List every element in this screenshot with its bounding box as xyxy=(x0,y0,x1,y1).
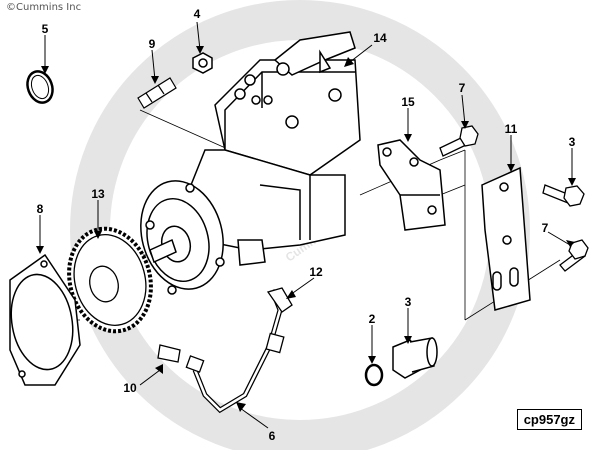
callout-13: 13 xyxy=(91,187,105,201)
callout-8: 8 xyxy=(37,202,44,216)
callout-14: 14 xyxy=(373,31,387,45)
callout-10: 10 xyxy=(123,381,137,395)
callout-2: 2 xyxy=(369,312,376,326)
part-capscrew-7b xyxy=(559,239,589,272)
callout-7b: 7 xyxy=(542,221,549,235)
callout-7a: 7 xyxy=(459,81,466,95)
part-capscrew-7a xyxy=(439,125,479,157)
part-o-ring-5 xyxy=(26,70,54,104)
part-fitting-3b xyxy=(392,337,438,379)
part-stud-9 xyxy=(137,77,177,109)
callout-6: 6 xyxy=(269,429,276,443)
callout-3a: 3 xyxy=(569,135,576,149)
callout-15: 15 xyxy=(401,95,415,109)
part-nut-4 xyxy=(192,52,213,74)
callout-11: 11 xyxy=(505,122,518,136)
part-capscrew-3a xyxy=(542,184,585,207)
part-gasket-8 xyxy=(9,253,81,386)
callout-5: 5 xyxy=(42,22,49,36)
part-bracket-15 xyxy=(377,139,446,231)
callout-4: 4 xyxy=(194,7,201,21)
leader-lines xyxy=(39,21,573,429)
callout-9: 9 xyxy=(149,37,156,51)
part-o-ring-2 xyxy=(364,363,384,387)
callout-12: 12 xyxy=(309,265,323,279)
leader-arrows xyxy=(36,46,576,412)
callout-labels: 5 4 9 14 7 15 11 3 8 13 7 12 2 3 10 6 xyxy=(37,7,576,443)
part-air-compressor-14 xyxy=(140,31,361,295)
figure-code-label: cp957gz xyxy=(516,409,582,430)
copyright-notice: ©Cummins Inc xyxy=(6,2,82,13)
part-elbow-fitting-12 xyxy=(265,287,293,354)
part-mounting-plate-11 xyxy=(481,166,531,311)
callout-3b: 3 xyxy=(405,295,412,309)
part-connector-10 xyxy=(157,344,205,373)
part-gear-13 xyxy=(67,226,153,334)
